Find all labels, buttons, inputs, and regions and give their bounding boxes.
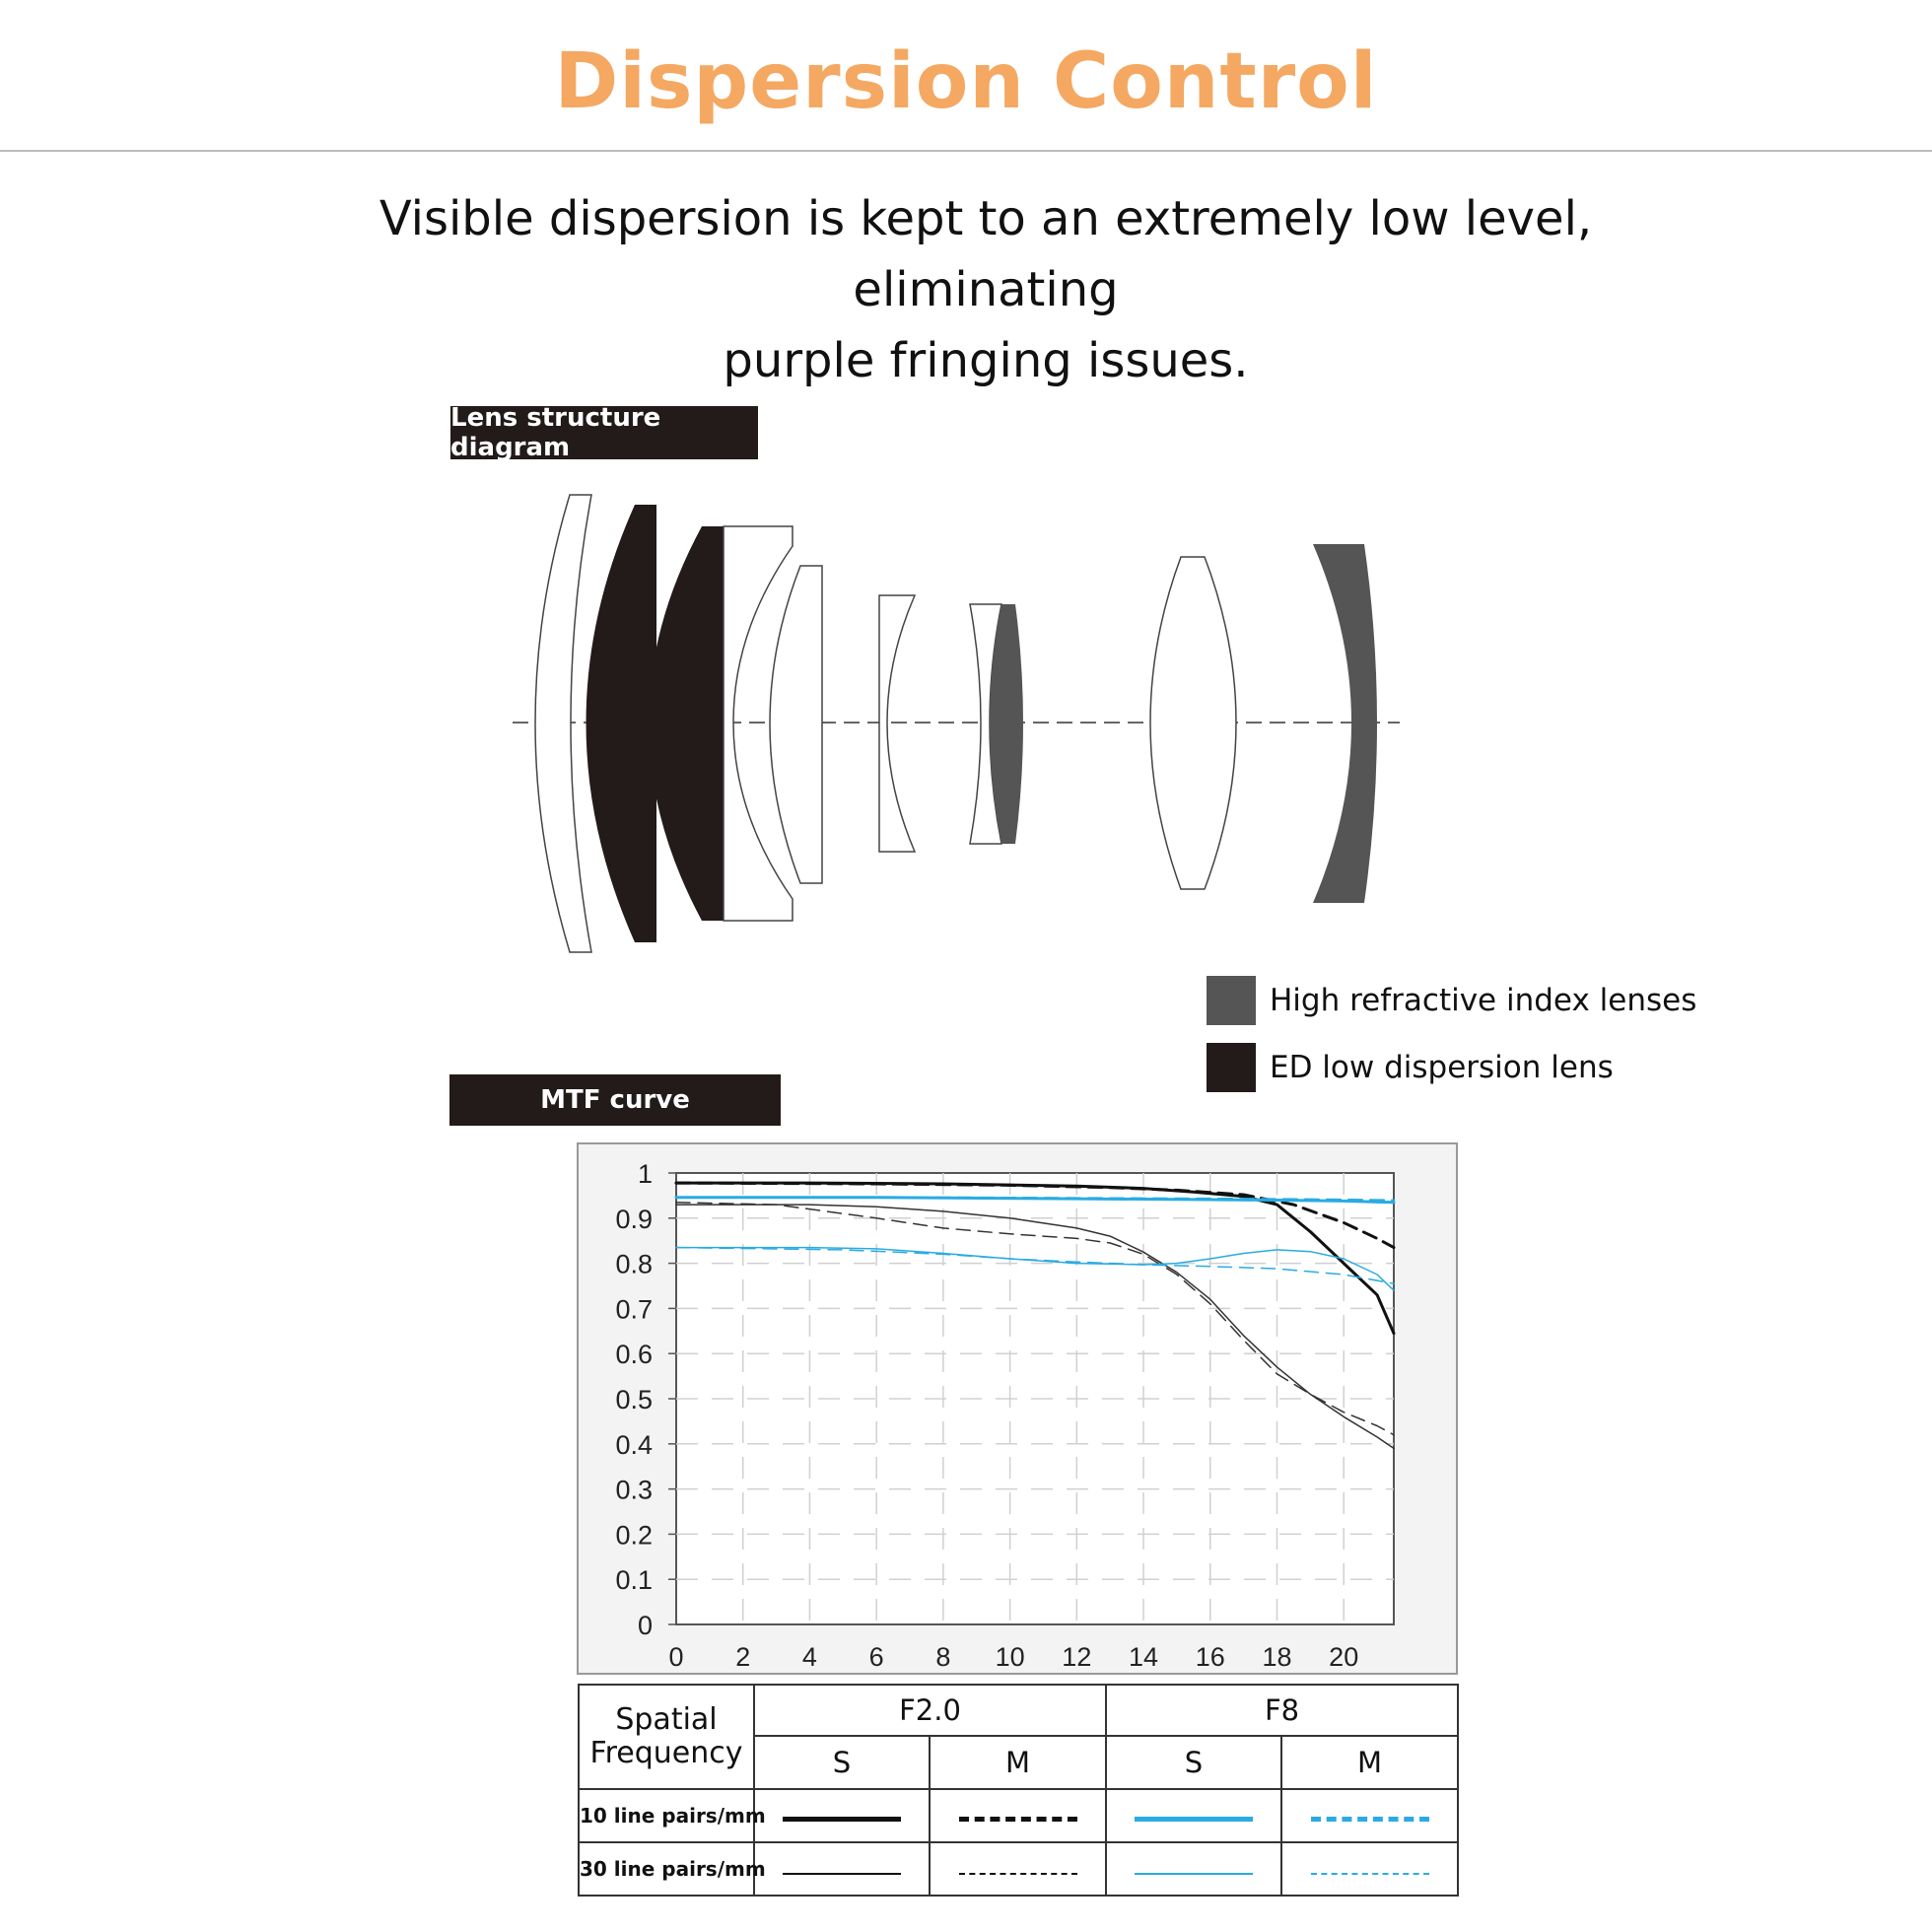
aperture-f2-header: F2.0	[753, 1684, 1107, 1737]
x-tick-label: 10	[996, 1642, 1025, 1672]
x-tick-label: 18	[1262, 1642, 1291, 1672]
spatial-frequency-header: Spatial Frequency	[578, 1684, 755, 1790]
legend-swatch-ed	[1207, 1043, 1256, 1092]
x-tick-label: 2	[735, 1642, 750, 1672]
series-layer	[674, 1181, 1396, 1450]
key-f2-s-10	[753, 1788, 931, 1843]
legend-label-high-index: High refractive index lenses	[1270, 983, 1697, 1018]
x-tick-label: 20	[1329, 1642, 1358, 1672]
lens-element-3-ed	[649, 526, 724, 921]
x-tick-label: 0	[668, 1642, 683, 1672]
series-line-6	[675, 1196, 1395, 1202]
key-f2-m-30	[929, 1841, 1107, 1897]
y-tick-label: 0.1	[615, 1565, 653, 1595]
legend-label-ed: ED low dispersion lens	[1270, 1050, 1614, 1085]
key-f8-s-30	[1105, 1841, 1282, 1897]
series-line-3	[675, 1204, 1395, 1450]
lens-element-1	[534, 494, 592, 953]
key-f8-m-10	[1279, 1788, 1460, 1843]
row-label-10: 10 line pairs/mm	[578, 1788, 766, 1843]
lens-structure-diagram	[513, 494, 1400, 953]
x-tick-label: 16	[1196, 1642, 1225, 1672]
f2-m-header: M	[929, 1735, 1107, 1790]
series-line-7	[675, 1246, 1395, 1291]
page-subtitle: Visible dispersion is kept to an extreme…	[256, 183, 1715, 396]
key-f2-m-10	[929, 1788, 1107, 1843]
legend-ed: ED low dispersion lens	[1207, 1043, 1614, 1092]
row-label-30: 30 line pairs/mm	[578, 1841, 766, 1897]
y-tick-label: 0.9	[615, 1205, 653, 1234]
key-f2-s-30	[753, 1841, 931, 1897]
x-tick-label: 12	[1062, 1642, 1091, 1672]
y-tick-label: 0.2	[615, 1520, 653, 1550]
y-tick-label: 0.8	[615, 1250, 653, 1279]
lens-element-2-ed	[586, 505, 656, 942]
y-tick-label: 0.3	[615, 1476, 653, 1505]
mtf-curve-label: MTF curve	[449, 1074, 781, 1126]
key-f8-m-30	[1279, 1841, 1460, 1897]
lens-element-8-high-index	[990, 604, 1023, 844]
aperture-f8-header: F8	[1104, 1684, 1460, 1737]
x-tick-label: 14	[1129, 1642, 1158, 1672]
legend-high-index: High refractive index lenses	[1207, 976, 1696, 1025]
title-divider	[0, 150, 1932, 152]
page-title: Dispersion Control	[554, 37, 1378, 126]
f8-s-header: S	[1105, 1735, 1282, 1790]
y-tick-label: 0.7	[615, 1294, 653, 1324]
subtitle-line-2: purple fringing issues.	[723, 333, 1249, 388]
x-tick-label: 6	[869, 1642, 884, 1672]
series-line-8	[675, 1246, 1395, 1284]
x-tick-label: 4	[802, 1642, 817, 1672]
lens-element-4	[723, 525, 794, 922]
lens-element-6	[878, 594, 917, 853]
y-tick-label: 0	[638, 1611, 653, 1640]
y-tick-label: 0.6	[615, 1340, 653, 1369]
series-line-2	[674, 1181, 1396, 1250]
y-tick-label: 0.4	[615, 1430, 653, 1460]
y-tick-label: 1	[638, 1159, 653, 1189]
spatial-header-line1: Spatial	[615, 1702, 718, 1737]
key-f8-s-10	[1105, 1788, 1282, 1843]
f8-m-header: M	[1279, 1735, 1460, 1790]
subtitle-line-1: Visible dispersion is kept to an extreme…	[379, 191, 1593, 317]
spatial-header-line2: Frequency	[589, 1736, 743, 1770]
lens-element-10-high-index	[1313, 544, 1377, 903]
y-tick-label: 0.5	[615, 1385, 653, 1414]
grid-layer	[676, 1173, 1394, 1624]
mtf-key-table: Spatial Frequency F2.0 F8 S M S M 10 lin…	[578, 1684, 1460, 1897]
lens-structure-label: Lens structure diagram	[450, 403, 758, 462]
lens-element-5	[769, 565, 823, 884]
legend-swatch-high-index	[1207, 976, 1256, 1025]
f2-s-header: S	[753, 1735, 931, 1790]
lens-element-9	[1149, 556, 1237, 890]
x-tick-label: 8	[935, 1642, 950, 1672]
